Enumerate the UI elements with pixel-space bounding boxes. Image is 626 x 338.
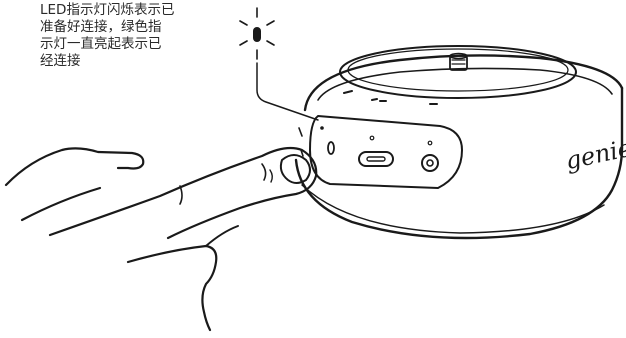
caption-line-4: 经连接: [40, 53, 81, 69]
usb-c-port: [358, 151, 394, 167]
control-panel: [298, 115, 463, 189]
device-body: [294, 45, 624, 240]
instruction-caption: LED指示灯闪烁表示已 准备好连接，绿色指 示灯一直亮起表示已 经连接: [40, 2, 230, 70]
led-dot: [320, 126, 324, 130]
audio-jack: [421, 154, 439, 172]
power-button: [327, 141, 335, 155]
blinking-led-icon: [239, 7, 275, 60]
callout-line: [256, 62, 319, 121]
brand-logo: genie: [563, 134, 626, 175]
caption-line-1: LED指示灯闪烁表示已: [40, 2, 175, 18]
caption-line-3: 示灯一直亮起表示已: [40, 36, 162, 52]
pointing-hand: [48, 146, 318, 332]
left-hand: [4, 147, 145, 222]
caption-line-2: 准备好连接，绿色指: [40, 19, 162, 35]
